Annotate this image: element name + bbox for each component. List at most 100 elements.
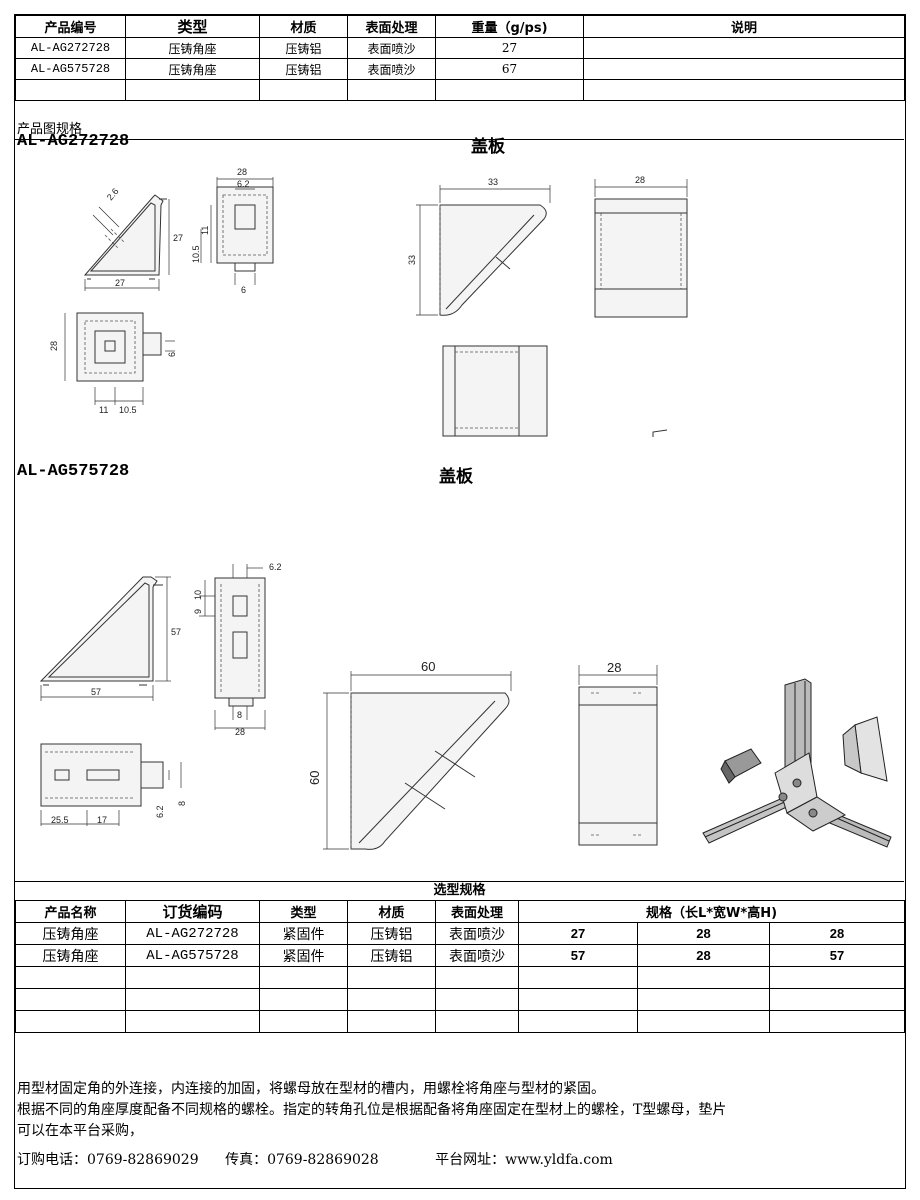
table-row	[15, 966, 905, 989]
dim-cover-28-large: 28	[607, 660, 621, 675]
cell-material: 压铸铝	[259, 37, 348, 59]
dim-6-2: 6.2	[237, 179, 250, 189]
sel-header-order-code: 订货编码	[125, 900, 260, 923]
dim-cover-60-height: 60	[307, 771, 322, 785]
sel-header-type: 类型	[259, 900, 348, 923]
large-cover-front-view: 28	[571, 660, 671, 865]
header-weight: 重量（g/ps)	[435, 15, 584, 38]
cell-weight: 27	[435, 37, 584, 59]
small-bracket-front-view: 28 6.2 11 10.5 6	[191, 167, 295, 295]
sel-cell-material: 压铸铝	[347, 922, 436, 945]
sel-cell-width: 28	[637, 922, 770, 945]
cell-type: 压铸角座	[125, 37, 260, 59]
cell-empty	[583, 79, 905, 101]
notes: 用型材固定角的外连接，内连接的加固，将螺母放在型材的槽内，用螺栓将角座与型材的紧…	[17, 1079, 897, 1142]
assembly-illustration	[695, 665, 895, 870]
table-row	[15, 988, 905, 1011]
contact-fax: 传真：0769-82869028	[225, 1152, 379, 1168]
cell-empty	[347, 79, 436, 101]
cell-empty	[259, 79, 348, 101]
table-row: AL-AG272728 压铸角座 压铸铝 表面喷沙 27	[15, 37, 905, 59]
table-row	[15, 1010, 905, 1033]
dim-28-left: 28	[49, 341, 59, 351]
contact-line: 订购电话：0769-82869029 传真：0769-82869028 平台网址…	[17, 1149, 635, 1169]
dim-cover-33-height: 33	[407, 255, 417, 265]
selection-title: 选型规格	[15, 881, 904, 900]
small-cover-front-view: 28	[585, 175, 695, 325]
dim-8: 8	[237, 710, 242, 720]
cell-code: AL-AG575728	[15, 58, 126, 80]
cell-description	[583, 58, 905, 80]
dim-6-2-top: 6.2	[269, 562, 282, 572]
dim-8-right: 8	[177, 801, 187, 806]
sel-cell-empty	[347, 966, 436, 989]
sel-cell-height: 28	[769, 922, 905, 945]
note-line-2: 根据不同的角座厚度配备不同规格的螺栓。指定的转角孔位是根据配备将角座固定在型材上…	[17, 1102, 727, 1118]
sel-cell-empty	[769, 966, 905, 989]
dim-10-5: 10.5	[191, 245, 201, 263]
sel-cell-empty	[518, 988, 638, 1011]
dim-57-bottom: 57	[91, 687, 101, 697]
dim-9: 9	[193, 609, 203, 614]
cover-title-1: 盖板	[471, 137, 505, 157]
note-line-3: 可以在本平台采购，	[17, 1123, 143, 1139]
small-bracket-bottom-view: 28 6 11 10.5	[49, 307, 177, 415]
sel-cell-material: 压铸铝	[347, 944, 436, 967]
sel-header-spec: 规格（长L*宽W*高H)	[518, 900, 905, 923]
sel-cell-width: 28	[637, 944, 770, 967]
table-row: AL-AG575728 压铸角座 压铸铝 表面喷沙 67	[15, 58, 905, 80]
sel-cell-empty	[637, 988, 770, 1011]
sel-cell-name: 压铸角座	[15, 922, 126, 945]
header-material: 材质	[259, 15, 348, 38]
table-row: 压铸角座 AL-AG272728 紧固件 压铸铝 表面喷沙 27 28 28	[15, 922, 905, 945]
dim-cover-33-width: 33	[488, 177, 498, 187]
sel-cell-empty	[259, 1010, 348, 1033]
sel-cell-surface: 表面喷沙	[435, 922, 519, 945]
sel-cell-empty	[637, 1010, 770, 1033]
header-surface: 表面处理	[347, 15, 436, 38]
cell-material: 压铸铝	[259, 58, 348, 80]
cell-code: AL-AG272728	[15, 37, 126, 59]
table-row	[15, 79, 905, 101]
sel-cell-height: 57	[769, 944, 905, 967]
sel-cell-type: 紧固件	[259, 922, 348, 945]
contact-website[interactable]: 平台网址：www.yldfa.com	[435, 1152, 613, 1168]
dim-27-right: 27	[173, 233, 183, 243]
sel-cell-code: AL-AG272728	[125, 922, 260, 945]
sel-cell-empty	[435, 1010, 519, 1033]
large-bracket-front-view: 6.2 9 10 8 28	[193, 562, 282, 737]
note-line-1: 用型材固定角的外连接，内连接的加固，将螺母放在型材的槽内，用螺栓将角座与型材的紧…	[17, 1081, 605, 1097]
sel-cell-empty	[435, 966, 519, 989]
sel-header-surface: 表面处理	[435, 900, 519, 923]
cell-weight: 67	[435, 58, 584, 80]
dim-28: 28	[237, 167, 247, 177]
dim-6: 6	[241, 285, 246, 295]
cell-empty	[15, 79, 126, 101]
selection-header: 产品名称 订货编码 类型 材质 表面处理 规格（长L*宽W*高H)	[15, 900, 905, 923]
product-table-header: 产品编号 类型 材质 表面处理 重量（g/ps) 说明	[15, 15, 905, 38]
dim-17: 17	[97, 815, 107, 825]
sel-cell-empty	[347, 1010, 436, 1033]
sel-cell-empty	[125, 1010, 260, 1033]
small-bracket-side-view: 27 27 2.6	[75, 186, 183, 295]
dim-2-6: 2.6	[105, 186, 121, 202]
sel-header-name: 产品名称	[15, 900, 126, 923]
selection-table: 产品名称 订货编码 类型 材质 表面处理 规格（长L*宽W*高H) 压铸角座 A…	[15, 900, 905, 1033]
sel-header-material: 材质	[347, 900, 436, 923]
sel-cell-empty	[347, 988, 436, 1011]
sel-cell-empty	[518, 966, 638, 989]
small-cover-top-view	[435, 340, 555, 440]
sel-cell-empty	[435, 988, 519, 1011]
dim-57-right: 57	[171, 627, 181, 637]
sel-cell-name: 压铸角座	[15, 944, 126, 967]
drawing-code-2: AL-AG575728	[17, 462, 130, 481]
sel-cell-type: 紧固件	[259, 944, 348, 967]
sel-cell-surface: 表面喷沙	[435, 944, 519, 967]
sel-cell-empty	[637, 966, 770, 989]
sel-cell-length: 27	[518, 922, 638, 945]
sel-cell-empty	[15, 988, 126, 1011]
small-cover-side-view: 33 33	[407, 177, 560, 325]
dim-25-5: 25.5	[51, 815, 69, 825]
cell-empty	[435, 79, 584, 101]
cell-empty	[125, 79, 260, 101]
